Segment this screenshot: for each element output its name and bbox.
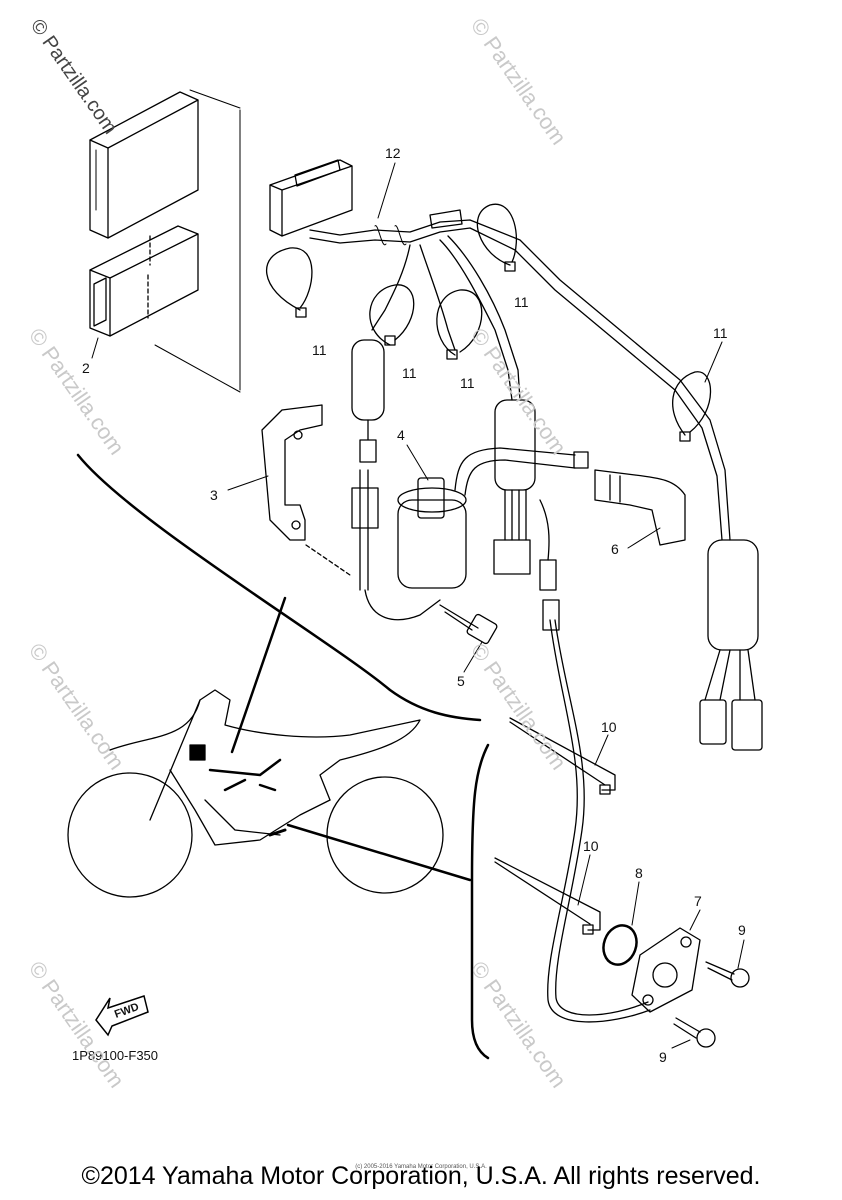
screw-9-lower: [673, 1017, 716, 1048]
motorcycle-overview: [67, 689, 444, 898]
cable-tie-upper: [509, 717, 616, 791]
watermark-mid-right: © Partzilla.com: [466, 324, 572, 460]
leader-9b: [671, 1039, 691, 1049]
clamp-4-head: [504, 261, 516, 272]
watermark-text: © Partzilla.com: [24, 639, 130, 775]
watermark-text: © Partzilla.com: [26, 15, 121, 138]
callout-12: 12: [385, 145, 401, 161]
leader-9a: [737, 939, 745, 969]
clamp-4: [476, 203, 518, 266]
spark-plug-cap: [594, 469, 686, 546]
o-ring: [602, 924, 638, 966]
projection-lines: [154, 89, 241, 393]
callout-7: 7: [694, 893, 702, 909]
leader-bike-bottom: [286, 823, 472, 882]
section-bracket-left: [76, 453, 482, 722]
callout-2: 2: [82, 360, 90, 376]
leader-10b: [577, 854, 591, 906]
clamp-1: [265, 247, 313, 311]
callout-11-e: 11: [713, 325, 728, 341]
leader-12: [377, 162, 396, 219]
leader-2: [91, 337, 99, 359]
inline-filter-left: [351, 339, 385, 463]
callout-9-b: 9: [659, 1049, 667, 1065]
callout-11-b: 11: [402, 365, 417, 381]
copyright-footer: ©2014 Yamaha Motor Corporation, U.S.A. A…: [81, 1162, 761, 1190]
clamp-3: [436, 289, 483, 356]
ignition-bracket: [261, 404, 351, 576]
sensor-cable-edge: [554, 619, 649, 1016]
screw-9-upper: [705, 961, 750, 988]
watermark-text: © Partzilla.com: [24, 324, 130, 460]
callout-11-d: 11: [514, 294, 529, 310]
callout-11-c: 11: [460, 375, 475, 391]
watermark-top-left: © Partzilla.com: [26, 15, 121, 138]
watermark-text: © Partzilla.com: [466, 324, 572, 460]
callout-10-b: 10: [583, 838, 599, 854]
watermark-low-left: © Partzilla.com: [24, 639, 130, 775]
ignition-coil: [351, 447, 589, 621]
cdi-unit-upper: [89, 91, 199, 239]
callout-3: 3: [210, 487, 218, 503]
callout-10-a: 10: [601, 719, 617, 735]
cable-tie-lower-head: [582, 924, 594, 935]
cable-tie-lower-edge: [494, 861, 591, 925]
watermark-mid-left: © Partzilla.com: [24, 324, 130, 460]
clamp-5-head: [679, 431, 691, 442]
leader-6: [627, 527, 661, 549]
leader-3: [227, 475, 269, 491]
leader-bike-top: [230, 596, 287, 754]
wire-harness: [269, 159, 731, 541]
clamp-5: [672, 371, 712, 436]
leader-10a: [594, 734, 609, 766]
cable-tie-upper-head: [599, 784, 611, 795]
harness-connector-pack: [493, 399, 557, 591]
diagram-code: 1P89100-F350: [72, 1048, 158, 1063]
callout-4: 4: [397, 427, 405, 443]
sensor-cable: [547, 619, 651, 1023]
callout-11-a: 11: [312, 342, 327, 358]
clamp-3-head: [446, 349, 458, 360]
copyright-note: (c) 2005-2016 Yamaha Motor Corporation, …: [355, 1164, 487, 1170]
leader-8: [631, 881, 640, 926]
callout-6: 6: [611, 541, 619, 557]
clamp-2: [369, 284, 415, 346]
cdi-unit-lower: [89, 225, 199, 337]
leader-5: [463, 641, 483, 673]
clamp-2-head: [384, 335, 396, 346]
bolt-5: [439, 604, 498, 645]
sensor-7: [631, 927, 701, 1013]
leader-7: [689, 909, 701, 931]
watermark-top-right: © Partzilla.com: [466, 14, 572, 150]
callout-5: 5: [457, 673, 465, 689]
cable-tie-upper-edge: [509, 721, 606, 786]
watermark-text: © Partzilla.com: [466, 14, 572, 150]
right-harness-block: [699, 539, 763, 751]
clamp-1-head: [295, 307, 307, 318]
cable-tie-lower: [494, 857, 601, 931]
sensor-connector: [542, 599, 560, 631]
leader-4: [406, 444, 429, 481]
callout-8: 8: [635, 865, 643, 881]
fwd-arrow-icon: [95, 995, 149, 1037]
section-bracket-right: [470, 743, 490, 1060]
callout-9-a: 9: [738, 922, 746, 938]
leader-11-right: [704, 341, 723, 383]
